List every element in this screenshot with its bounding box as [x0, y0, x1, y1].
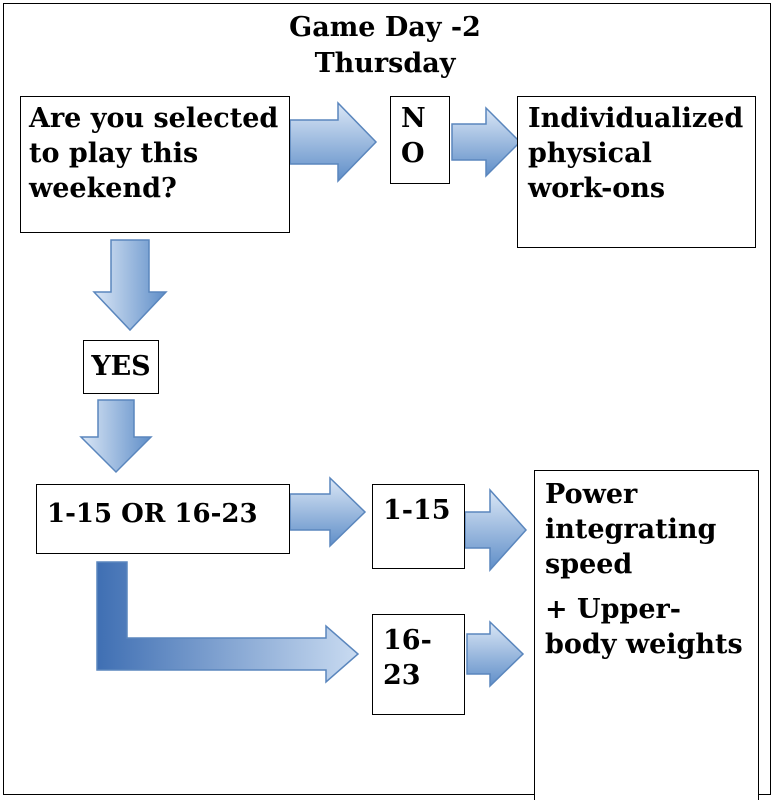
range-label: 1-15 OR 16-23: [47, 499, 258, 529]
no-line-1: N: [401, 103, 426, 134]
arrow-yes-to-range: [79, 399, 153, 474]
arrow-16-23-to-outcome: [466, 620, 525, 688]
arrow-1-15-to-outcome: [464, 488, 528, 572]
arrow-range-to-1-15: [289, 476, 367, 548]
range-box: 1-15 OR 16-23: [36, 484, 290, 554]
question-line-2: to play this: [29, 138, 199, 169]
group-1-15-box: 1-15: [372, 484, 465, 569]
question-line-3: weekend?: [29, 173, 177, 204]
individualized-line-3: work-ons: [528, 173, 666, 204]
title-line-1: Game Day -2: [289, 12, 481, 43]
outcome-line-1: Power: [545, 479, 638, 510]
yes-box: YES: [83, 340, 159, 394]
arrow-range-to-16-23: [96, 561, 360, 684]
individualized-line-1: Individualized: [528, 103, 744, 134]
outcome-box: Power integrating speed + Upper-body wei…: [534, 470, 759, 800]
question-line-1: Are you selected: [29, 103, 279, 134]
arrow-question-to-no: [289, 101, 378, 183]
outcome-line-3: speed: [545, 549, 633, 580]
group-16-23-box: 16- 23: [372, 614, 465, 715]
diagram-title: Game Day -2 Thursday: [240, 10, 530, 82]
yes-label: YES: [91, 351, 151, 382]
question-box: Are you selected to play this weekend?: [20, 96, 290, 233]
outer-frame: [3, 3, 771, 795]
title-line-2: Thursday: [314, 48, 456, 79]
group-1-15-label: 1-15: [383, 495, 451, 526]
individualized-line-2: physical: [528, 138, 652, 169]
arrow-no-to-individualized: [451, 106, 522, 178]
outcome-line-2: integrating: [545, 514, 717, 545]
no-line-2: O: [401, 138, 425, 169]
arrow-question-to-yes: [92, 239, 168, 332]
individualized-box: Individualized physical work-ons: [517, 96, 756, 248]
outcome-extra: + Upper-body weights: [545, 594, 743, 660]
group-16-23-line-2: 23: [383, 660, 421, 691]
no-box: N O: [390, 96, 450, 184]
group-16-23-line-1: 16-: [383, 625, 432, 656]
